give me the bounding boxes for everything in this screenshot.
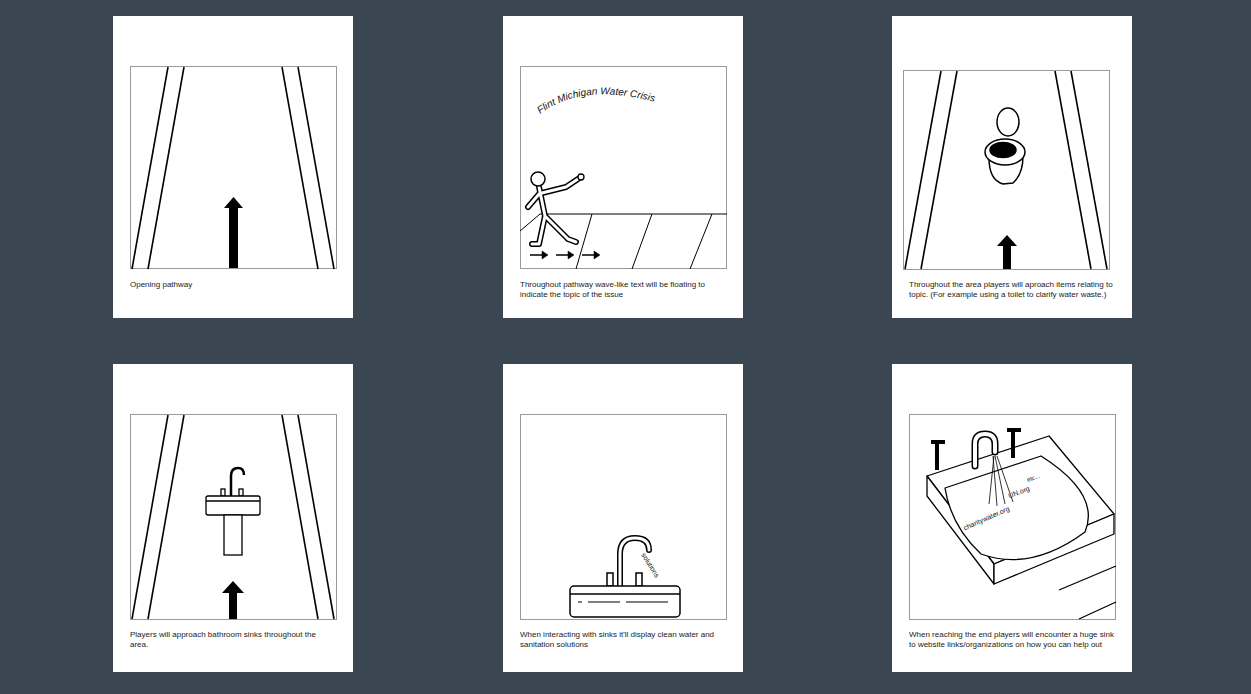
sink-rim <box>570 593 680 595</box>
figure-hand <box>578 174 584 180</box>
sink-handle <box>931 442 945 470</box>
sketch-frame <box>521 67 727 269</box>
floor-line <box>1079 602 1116 619</box>
tile-line <box>632 214 652 269</box>
faucet-fill <box>975 434 995 466</box>
walk-arrow-head <box>542 251 548 259</box>
huge-faucet <box>975 434 995 466</box>
panel-caption: Throughout pathway wave-like text will b… <box>520 280 726 300</box>
storyboard-card: When interacting with sinks it'll displa… <box>503 364 743 672</box>
path-edges <box>905 71 1107 269</box>
path-line <box>298 67 334 269</box>
faucet-outline <box>620 538 649 586</box>
sink-front <box>927 476 994 584</box>
figure-fill <box>528 179 578 244</box>
tiled-floor <box>520 214 727 269</box>
path-edges <box>132 67 334 269</box>
path-line <box>905 71 941 269</box>
sink-basin <box>206 496 260 515</box>
sink-pedestal <box>224 515 242 555</box>
water-line <box>995 456 1005 504</box>
path-line <box>282 67 318 269</box>
floor-line <box>520 214 727 231</box>
sink-handle <box>221 489 225 496</box>
panel-caption: When interacting with sinks it'll displa… <box>520 630 726 650</box>
faucet-outline <box>975 434 995 466</box>
toilet-tank <box>997 108 1019 136</box>
sink-basin <box>570 586 680 617</box>
tile-line <box>576 214 592 269</box>
huge-sink <box>927 430 1114 584</box>
toilet-bowl <box>985 139 1025 165</box>
sink-faucet <box>231 468 244 496</box>
storyboard-card: Throughout pathway wave-like text will b… <box>503 16 743 318</box>
pedestal-sink <box>206 468 260 555</box>
forward-arrow <box>997 235 1017 269</box>
wave-text-path: Flint Michigan Water Crisis <box>535 85 657 115</box>
path-line <box>132 67 168 269</box>
panel-caption: When reaching the end players will encou… <box>909 630 1115 650</box>
path-line <box>148 67 184 269</box>
panel-caption: Throughout the area players will aproach… <box>909 280 1115 300</box>
path-line <box>148 415 184 619</box>
sink-bowl <box>945 456 1088 560</box>
sketch-frame <box>131 67 337 269</box>
sink-handle <box>607 573 613 586</box>
sink-handle <box>636 573 642 586</box>
water-stream <box>989 456 1013 506</box>
sketch-frame <box>131 415 337 620</box>
toilet-icon <box>985 108 1025 184</box>
figure-outline <box>528 179 578 244</box>
sink-highlight <box>578 601 668 602</box>
floor-line <box>1059 566 1116 590</box>
tile-line <box>690 214 712 269</box>
water-line <box>989 456 994 504</box>
sink-handle <box>1007 430 1021 458</box>
sketch-frame <box>521 415 727 620</box>
sink-rim <box>206 500 260 501</box>
forward-arrow <box>222 581 244 619</box>
figure-head <box>531 172 545 186</box>
water-line <box>997 456 1013 502</box>
path-line <box>1071 71 1107 269</box>
counter-sink <box>570 573 680 617</box>
walking-figure <box>528 172 584 244</box>
path-edges <box>132 415 334 619</box>
forward-arrow <box>224 197 243 268</box>
path-line <box>132 415 168 619</box>
storyboard-card: Opening pathway <box>113 16 353 318</box>
walk-arrow-head <box>594 251 600 259</box>
panel-caption: Opening pathway <box>130 280 336 290</box>
storyboard-card: When reaching the end players will encou… <box>892 364 1132 672</box>
panel-caption: Players will approach bathroom sinks thr… <box>130 630 336 650</box>
path-line <box>1055 71 1091 269</box>
storyboard-card: Players will approach bathroom sinks thr… <box>113 364 353 672</box>
toilet-hole <box>990 143 1016 158</box>
walk-arrow <box>556 254 568 256</box>
path-line <box>298 415 334 619</box>
sink-side <box>994 514 1114 584</box>
walk-arrow <box>582 254 594 256</box>
storyboard-card: Throughout the area players will aproach… <box>892 16 1132 318</box>
water-line <box>993 456 997 506</box>
sink-handle <box>239 489 243 496</box>
sink-top <box>927 436 1114 564</box>
toilet-base <box>989 156 1023 184</box>
path-line <box>282 415 318 619</box>
faucet-fill <box>620 538 649 586</box>
sketch-frame <box>910 415 1116 620</box>
sink-faucet <box>620 538 649 586</box>
walk-arrows <box>530 251 600 259</box>
walk-arrow-head <box>568 251 574 259</box>
walk-arrow <box>530 254 542 256</box>
floor-lines <box>1059 566 1116 619</box>
path-line <box>921 71 957 269</box>
wave-text: Flint Michigan Water Crisis <box>535 85 657 115</box>
sketch-frame <box>904 71 1110 270</box>
